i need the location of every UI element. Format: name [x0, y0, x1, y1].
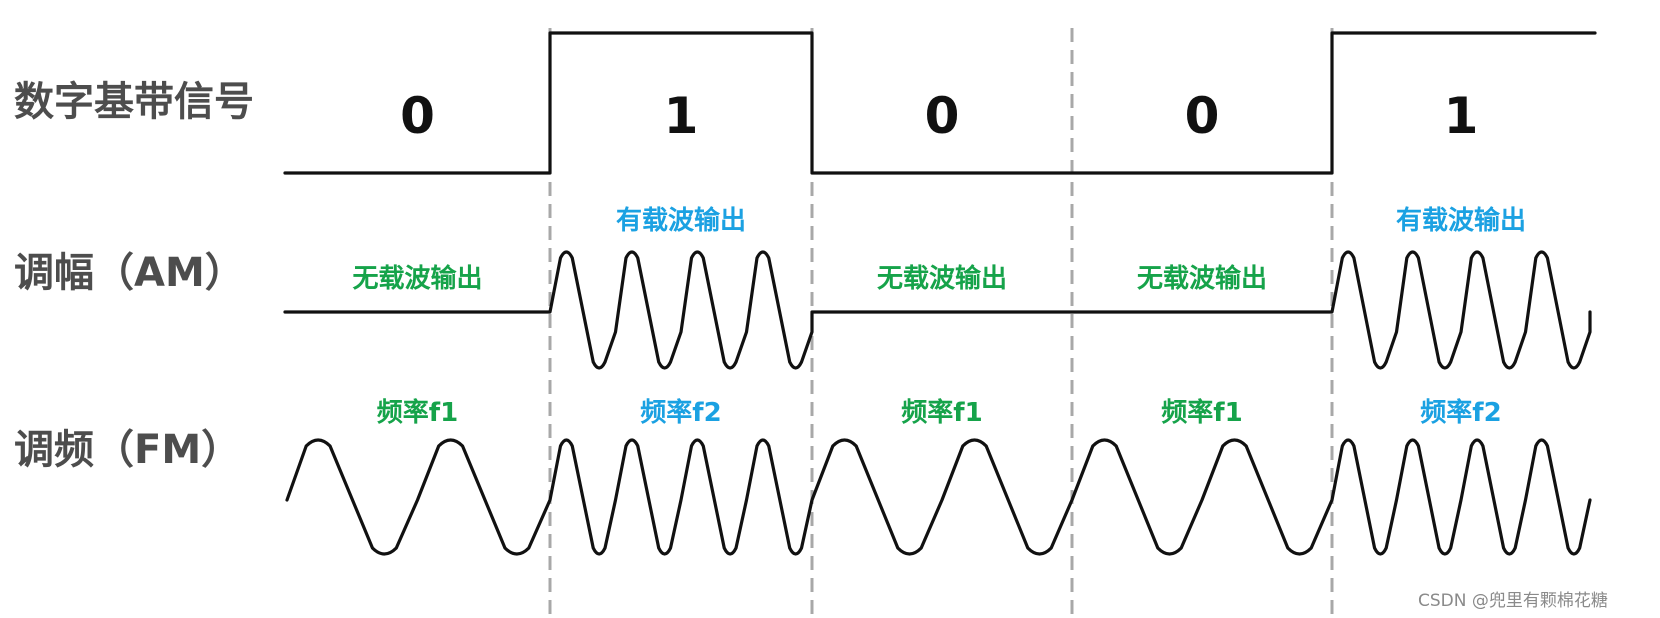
bit-value: 1 [664, 87, 699, 145]
bit-labels: 0 1 0 0 1 [400, 87, 1478, 145]
bit-value: 0 [925, 87, 960, 145]
digital-signal-label: 数字基带信号 [14, 79, 254, 125]
am-annotation: 无载波输出 [877, 263, 1007, 294]
am-label: 调幅（AM） [14, 250, 245, 296]
am-annotation: 有载波输出 [616, 205, 746, 236]
fm-annotation: 频率f1 [901, 397, 982, 428]
watermark: CSDN @兜里有颗棉花糖 [1418, 591, 1608, 611]
bit-value: 0 [1185, 87, 1220, 145]
bit-value: 1 [1444, 87, 1479, 145]
am-annotation: 有载波输出 [1396, 205, 1526, 236]
fm-annotation: 频率f1 [1161, 397, 1242, 428]
am-annotation: 无载波输出 [1137, 263, 1267, 294]
digital-baseband-wave [283, 31, 1597, 175]
am-annotation: 无载波输出 [352, 263, 482, 294]
fm-label: 调频（FM） [14, 427, 241, 473]
fm-annotation: 频率f2 [640, 397, 721, 428]
am-waveform [283, 250, 1592, 370]
fm-waveform [285, 438, 1592, 556]
fm-annotation: 频率f1 [377, 397, 458, 428]
fm-annotations: 频率f1 频率f2 频率f1 频率f1 频率f2 [377, 397, 1502, 428]
bit-value: 0 [400, 87, 435, 145]
fm-annotation: 频率f2 [1420, 397, 1501, 428]
